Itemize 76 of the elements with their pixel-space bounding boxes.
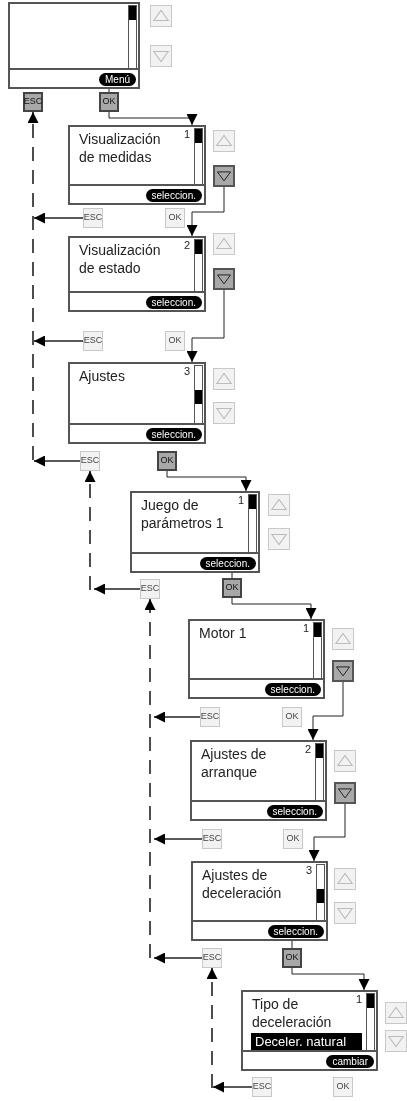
dashed-arrow [144,598,156,959]
item-number: 3 [183,365,190,378]
softkey-label: seleccion. [266,805,323,818]
arrow [33,212,84,224]
display-screen [68,125,206,205]
softkey-label: seleccion. [199,557,256,570]
display-screen [8,2,140,89]
display-screen [191,861,328,941]
down-key-button [334,782,356,804]
dashed-arrow [206,967,218,1089]
menu-title: Ajustes de deceleración [202,866,283,902]
menu-title: Ajustes de arranque [201,745,268,781]
display-screen [188,619,325,699]
display-screen [68,236,206,312]
key-button: ESC [200,707,220,727]
arrow [153,711,201,723]
menu-title: Visualización de estado [79,241,162,277]
item-number: 1 [355,993,362,1006]
display-screen [130,491,260,573]
arrow [186,289,225,363]
down-key-button [332,660,354,682]
arrow [33,455,81,467]
key-button: OK [333,1077,353,1097]
key-button: ESC [140,579,160,599]
menu-title: Tipo de deceleración [252,995,333,1031]
softkey-label: seleccion. [267,925,324,938]
key-button: ESC [202,948,222,968]
arrow [307,681,344,741]
softkey-label: seleccion. [145,428,202,441]
key-button: ESC [80,451,100,471]
softkey-label: seleccion. [264,683,321,696]
arrow [108,111,198,126]
dashed-arrow [27,111,39,461]
key-button: OK [99,92,119,112]
display-screen [241,990,378,1071]
arrow [33,335,84,347]
softkey-label: Menú [99,73,136,86]
key-button: ESC [252,1077,272,1097]
key-button: OK [282,948,302,968]
item-number: 1 [302,622,309,635]
selected-value: Deceler. natural [251,1033,362,1050]
item-number: 2 [183,239,190,252]
dashed-arrow [84,470,96,591]
item-number: 1 [237,494,244,507]
arrow [166,470,252,492]
menu-title: Juego de parámetros 1 [141,496,225,532]
key-button: OK [165,331,185,351]
key-button: OK [165,208,185,228]
arrow [153,833,203,845]
menu-title: Visualización de medidas [79,130,162,166]
arrow [153,952,203,964]
arrow [212,1081,253,1093]
arrow [93,583,141,595]
down-key-button [213,268,235,290]
arrow [231,597,317,620]
item-number: 2 [304,743,311,756]
key-button: ESC [83,331,103,351]
softkey-label: seleccion. [145,296,202,309]
arrow [291,967,370,991]
menu-title: Motor 1 [199,624,248,642]
menu-title: Ajustes [79,367,126,385]
key-button: ESC [202,829,222,849]
arrow [308,803,346,862]
key-button: ESC [83,208,103,228]
display-screen [68,362,206,444]
item-number: 1 [183,128,190,141]
down-key-button [213,165,235,187]
key-button: OK [283,829,303,849]
display-screen [190,740,327,821]
key-button: OK [282,707,302,727]
arrow [186,186,225,237]
softkey-label: seleccion. [145,189,202,202]
item-number: 3 [305,864,312,877]
key-button: OK [222,578,242,598]
key-button: OK [157,451,177,471]
softkey-label: cambiar [326,1055,374,1068]
